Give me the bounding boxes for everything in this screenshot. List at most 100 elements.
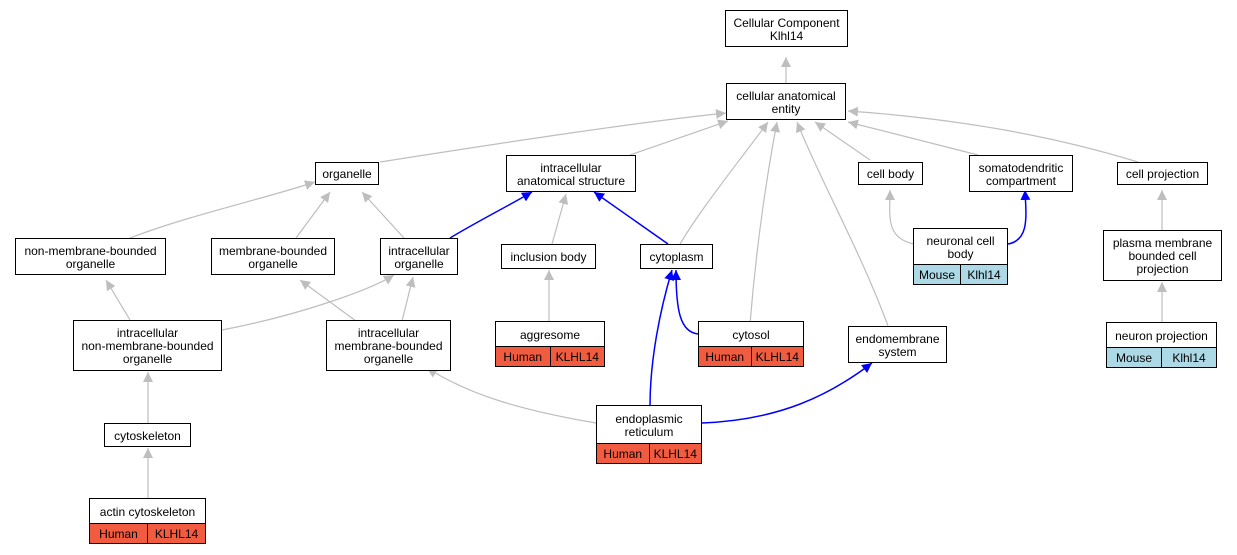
node-label-line: non-membrane-bounded <box>81 339 214 353</box>
edge-mbo-organelle <box>295 191 331 239</box>
node-label-line: compartment <box>985 173 1057 188</box>
edge-cytoplasm-cae <box>679 121 769 245</box>
node-cell-projection[interactable]: cell projection <box>1117 162 1208 185</box>
node-label-line: membrane-bounded <box>218 243 328 258</box>
node-label-line: actin cytoskeleton <box>99 504 196 519</box>
node-label-line: neuronal cell <box>926 233 995 248</box>
node-label-line: body <box>947 246 974 261</box>
species-cell: Human <box>597 444 649 463</box>
edge-cytosol-cae <box>749 121 781 325</box>
node-label-line: intracellular <box>357 326 420 340</box>
node-label-line: neuron projection <box>1115 328 1208 343</box>
edge-somato-cae <box>847 119 979 156</box>
node-label-line: membrane-bounded <box>334 339 443 353</box>
edge-endomem-cae <box>796 121 889 327</box>
node-label-line: organelle <box>248 256 298 271</box>
node-label-line: system <box>878 344 917 359</box>
node-label-line: organelle <box>122 352 173 366</box>
node-label-line: Klhl14 <box>769 28 804 43</box>
node-label-line: reticulum <box>624 424 674 439</box>
node-label-line: somatodendritic <box>978 160 1064 175</box>
node-label-line: projection <box>1136 262 1189 276</box>
species-cell: Human <box>496 347 550 366</box>
node-label-line: organelle <box>322 167 372 181</box>
node-label-line: plasma membrane <box>1112 236 1213 250</box>
gene-cell: Klhl14 <box>1161 348 1216 367</box>
species-cell: Human <box>699 347 751 366</box>
edge-cytoplasm-er <box>649 269 674 407</box>
node-label-line: intracellular <box>116 326 179 340</box>
edge-cellproj-cae <box>847 106 1139 163</box>
edge-ias-cae <box>629 119 729 156</box>
gene-cell: KLHL14 <box>750 347 803 366</box>
node-label-line: intracellular <box>540 160 602 175</box>
node-label-line: endomembrane <box>855 331 940 346</box>
node-label-line: cytoplasm <box>649 250 704 264</box>
edge-io-imbo <box>401 276 416 322</box>
edge-nmbo-inmbo <box>105 279 131 321</box>
gene-cell: Klhl14 <box>960 265 1007 284</box>
node-organelle[interactable]: organelle <box>315 162 379 185</box>
node-label-line: anatomical structure <box>516 173 626 188</box>
edge-ias-cytoplasm <box>593 191 669 245</box>
edge-organelle-cae <box>379 109 727 163</box>
node-label-line: organelle <box>363 352 414 366</box>
node-inclusion-body[interactable]: inclusion body <box>501 244 596 269</box>
edge-imbo-er <box>426 367 597 424</box>
node-label-line: cytosol <box>732 327 770 342</box>
node-label-line: intracellular <box>388 243 450 258</box>
node-label-line: endoplasmic <box>615 411 683 426</box>
node-cytoplasm[interactable]: cytoplasm <box>640 244 713 269</box>
edge-cellbody-cae <box>814 121 871 161</box>
node-cytoskeleton[interactable]: cytoskeleton <box>104 423 191 447</box>
edge-mbo-imbo <box>299 279 357 322</box>
node-label-line: organelle <box>394 256 444 271</box>
edge-io-organelle <box>361 191 405 239</box>
edge-cytoplasm-cytosol <box>671 269 699 335</box>
node-label-line: bounded cell <box>1128 249 1197 263</box>
gene-cell: KLHL14 <box>147 524 205 543</box>
node-label-line: aggresome <box>519 327 581 342</box>
node-label-line: organelle <box>65 256 116 271</box>
node-label-line: cell body <box>866 167 915 181</box>
node-label-line: entity <box>771 101 801 116</box>
edge-inclusion-ias <box>551 193 569 245</box>
edge-cellbody-ncb <box>884 189 915 245</box>
edge-somato-ncb <box>1007 189 1031 245</box>
edge-ias-io <box>449 191 533 239</box>
edge-nmbo-organelle <box>129 180 316 239</box>
gene-cell: KLHL14 <box>549 347 604 366</box>
node-label-line: cell projection <box>1125 167 1200 181</box>
node-cell-body[interactable]: cell body <box>858 162 923 185</box>
node-label-line: inclusion body <box>510 250 587 264</box>
node-label-line: cytoskeleton <box>114 428 181 443</box>
node-label-line: Cellular Component <box>733 15 840 30</box>
node-label-line: non-membrane-bounded <box>24 243 157 258</box>
species-cell: Mouse <box>914 265 960 284</box>
edge-io-inmbo <box>221 274 395 331</box>
